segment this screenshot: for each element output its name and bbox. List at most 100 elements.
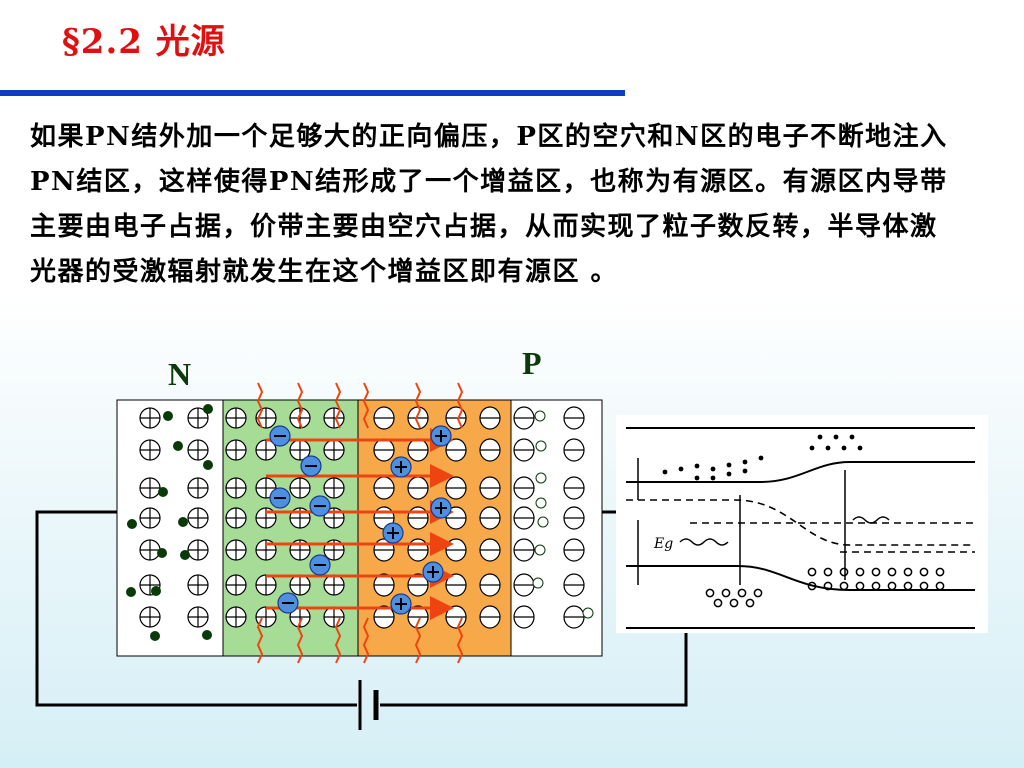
acceptor-atom xyxy=(479,438,501,462)
band-electron xyxy=(726,462,732,468)
acceptor-atom xyxy=(479,406,501,430)
electron-dot xyxy=(126,587,136,597)
acceptor-atom xyxy=(479,476,501,500)
band-electron xyxy=(758,455,764,461)
electron-carrier xyxy=(309,495,331,517)
free-electrons xyxy=(126,404,594,641)
acceptor-atom xyxy=(407,438,429,462)
acceptor-atom xyxy=(373,406,395,430)
acceptor-atom xyxy=(445,476,467,500)
donor-atom xyxy=(139,477,161,499)
donor-atom xyxy=(139,539,161,561)
hole-carrier xyxy=(390,593,412,615)
band-hole xyxy=(823,581,833,591)
photon-wave xyxy=(456,617,464,664)
n-region-label: N xyxy=(168,356,192,392)
donor-atom xyxy=(255,606,277,628)
band-electron xyxy=(726,471,732,477)
donor-atom xyxy=(323,574,345,596)
donor-atom xyxy=(225,539,247,561)
hole-carrier xyxy=(430,425,452,447)
acceptor-atom xyxy=(513,573,535,597)
hole-carrier xyxy=(390,456,412,478)
acceptor-atom xyxy=(407,506,429,530)
hole-dot xyxy=(537,516,549,528)
donor-atom xyxy=(187,407,209,429)
acceptor-atom xyxy=(563,538,585,562)
electron-dot xyxy=(203,460,213,470)
band-electron xyxy=(694,463,700,469)
donor-atom xyxy=(323,439,345,461)
electron-dot xyxy=(150,631,160,641)
photon-wave xyxy=(296,382,304,429)
donor-atom xyxy=(139,507,161,529)
band-hole xyxy=(871,581,881,591)
donor-atom xyxy=(187,539,209,561)
injected-carriers xyxy=(269,425,452,615)
band-hole xyxy=(887,581,897,591)
band-hole xyxy=(903,567,913,577)
band-hole xyxy=(919,567,929,577)
lattice-atoms xyxy=(139,406,585,629)
band-hole xyxy=(745,598,755,608)
acceptor-atom xyxy=(479,573,501,597)
donor-atom xyxy=(139,439,161,461)
band-hole xyxy=(721,588,731,598)
band-electron xyxy=(742,468,748,474)
donor-atom xyxy=(187,574,209,596)
photon-wave xyxy=(334,617,342,664)
acceptor-atom xyxy=(513,506,535,530)
photon-wave xyxy=(362,382,370,429)
band-hole xyxy=(807,581,817,591)
emitted-photons xyxy=(256,382,464,664)
acceptor-atom xyxy=(479,506,501,530)
acceptor-atom xyxy=(513,406,535,430)
electron-dot xyxy=(157,548,167,558)
acceptor-atom xyxy=(445,605,467,629)
photon-wave xyxy=(256,382,264,429)
band-hole xyxy=(753,588,763,598)
donor-atom xyxy=(289,439,311,461)
body-paragraph: 如果PN结外加一个足够大的正向偏压，P区的空穴和N区的电子不断地注入PN结区，这… xyxy=(30,122,948,287)
acceptor-atom xyxy=(479,538,501,562)
donor-atom xyxy=(323,606,345,628)
photon-wave xyxy=(296,617,304,664)
p-region-label: P xyxy=(522,345,542,381)
band-electron xyxy=(678,466,684,472)
acceptor-atom xyxy=(373,438,395,462)
donor-atom xyxy=(139,407,161,429)
acceptor-atom xyxy=(563,406,585,430)
photon-wave xyxy=(334,382,342,429)
title-rule xyxy=(0,90,625,96)
band-hole xyxy=(713,598,723,608)
photon-wave xyxy=(414,382,422,429)
energy-band-diagram: Eg xyxy=(616,415,988,633)
band-electron xyxy=(833,434,839,440)
band-electron xyxy=(742,459,748,465)
donor-atom xyxy=(323,477,345,499)
hole-dot xyxy=(534,544,546,556)
hole-carrier xyxy=(422,561,444,583)
donor-atom xyxy=(323,407,345,429)
band-hole xyxy=(855,581,865,591)
band-electrons xyxy=(662,434,863,481)
photon-wave xyxy=(414,617,422,664)
electron-dot xyxy=(158,487,168,497)
band-hole xyxy=(887,567,897,577)
band-hole xyxy=(705,588,715,598)
acceptor-atom xyxy=(445,573,467,597)
acceptor-atom xyxy=(513,438,535,462)
acceptor-atom xyxy=(479,605,501,629)
acceptor-atom xyxy=(563,573,585,597)
band-hole xyxy=(807,567,817,577)
hole-carrier xyxy=(430,497,452,519)
electron-carrier xyxy=(269,425,291,447)
band-hole xyxy=(737,588,747,598)
band-electron xyxy=(841,445,847,451)
hole-dot xyxy=(535,440,547,452)
donor-atom xyxy=(187,606,209,628)
donor-atom xyxy=(225,407,247,429)
photon-wave xyxy=(256,617,264,664)
photon-wave xyxy=(362,617,370,664)
donor-atom xyxy=(187,477,209,499)
